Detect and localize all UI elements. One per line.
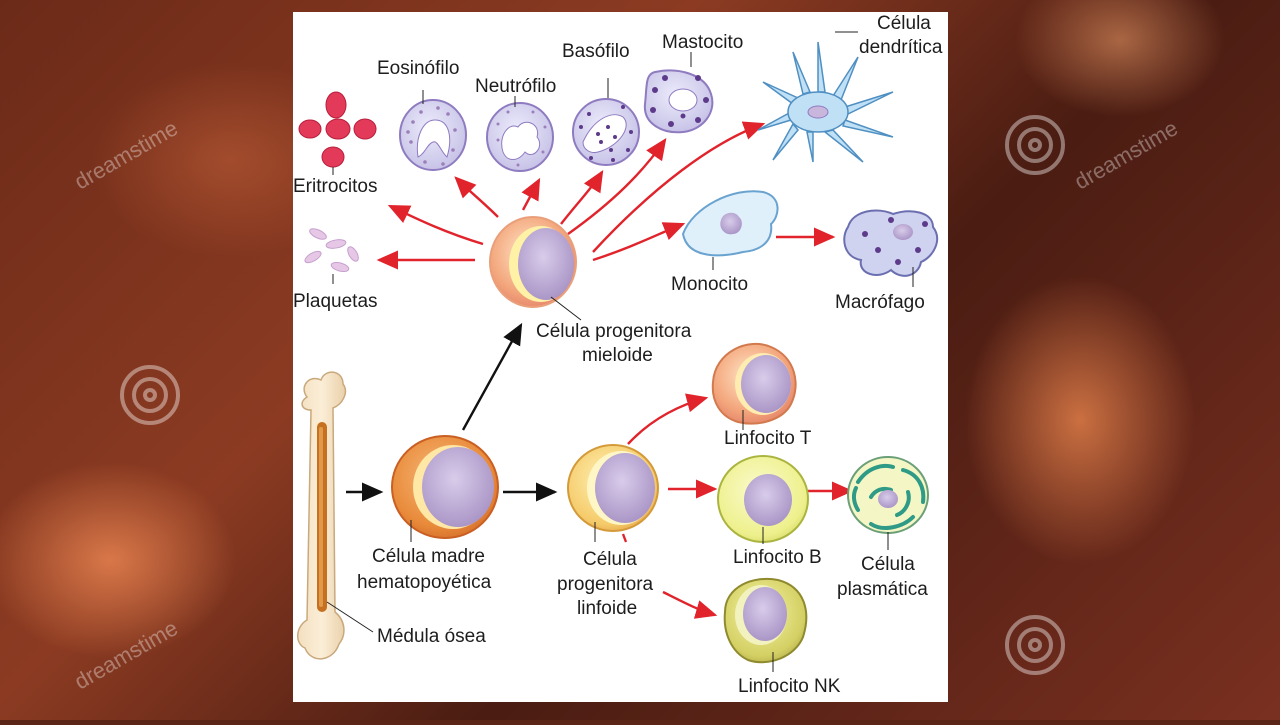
linfocito-b-cell: [717, 455, 809, 544]
celula-plasmatica-cell: [847, 456, 929, 550]
label-progenitora-linfoide-3: linfoide: [577, 598, 637, 619]
label-progenitora-mieloide-1: Célula progenitora: [536, 321, 692, 342]
red-arrows: [376, 121, 854, 619]
label-celula-dendritica-1: Célula: [877, 13, 931, 34]
progenitora-mieloide-cell: [489, 216, 582, 321]
arrow-to-linfocito-t: [627, 393, 709, 445]
label-linfocito-nk: Linfocito NK: [738, 676, 841, 697]
watermark-text: dreamstime: [70, 615, 182, 694]
arrow-to-basofilo: [560, 169, 604, 225]
eritrocitos-cells: [298, 91, 377, 175]
plaquetas-cells: [304, 228, 359, 284]
label-linfocito-t: Linfocito T: [724, 428, 812, 449]
label-neutrofilo: Neutrófilo: [475, 76, 556, 97]
arrow-to-monocito: [592, 222, 686, 262]
arrow-to-neutrofilo: [521, 177, 541, 211]
basofilo-cell: [572, 78, 640, 166]
label-mastocito: Mastocito: [662, 32, 743, 53]
watermark-text: dreamstime: [70, 115, 182, 194]
bone-icon: [297, 371, 374, 660]
linfocito-t-cell: [711, 342, 797, 430]
arrow-to-mastocito: [567, 138, 667, 235]
arrow-to-eosinofilo: [454, 176, 499, 218]
label-celula-plasmatica-2: plasmática: [837, 579, 928, 600]
label-progenitora-linfoide-1: Célula: [583, 549, 637, 570]
label-celula-plasmatica-1: Célula: [861, 554, 915, 575]
macrofago-cell: [843, 209, 939, 287]
monocito-cell: [681, 190, 779, 270]
label-celula-dendritica-2: dendrítica: [859, 37, 943, 58]
watermark-text: dreamstime: [1070, 115, 1182, 194]
label-plaquetas: Plaquetas: [293, 291, 378, 312]
arrow-tick: [621, 533, 628, 543]
label-macrofago: Macrófago: [835, 292, 925, 313]
label-linfocito-b: Linfocito B: [733, 547, 822, 568]
label-madre-hematopoyetica-1: Célula madre: [372, 546, 485, 567]
mastocito-cell: [643, 52, 714, 134]
label-madre-hematopoyetica-2: hematopoyética: [357, 572, 492, 593]
arrow-to-eritrocitos: [387, 204, 484, 246]
neutrofilo-cell: [486, 96, 554, 172]
watermark-spiral-icon: [120, 115, 1065, 675]
label-monocito: Monocito: [671, 274, 748, 295]
black-arrows: [346, 322, 558, 502]
progenitora-linfoide-cell: [567, 444, 659, 542]
label-medula-osea: Médula ósea: [377, 626, 486, 647]
label-eosinofilo: Eosinófilo: [377, 58, 459, 79]
label-progenitora-mieloide-2: mieloide: [582, 345, 653, 366]
madre-hematopoyetica-cell: [391, 435, 499, 542]
arrow-hsc-to-myeloid: [461, 322, 523, 431]
eosinofilo-cell: [399, 90, 467, 171]
hematopoiesis-diagram: Eritrocitos Plaquetas Eosinófilo Neutróf…: [293, 12, 948, 702]
label-eritrocitos: Eritrocitos: [293, 176, 377, 197]
arrow-to-celula-dendritica: [592, 121, 766, 253]
celula-dendritica-cell: [757, 31, 894, 163]
linfocito-nk-cell: [723, 577, 808, 672]
label-basofilo: Basófilo: [562, 41, 630, 62]
arrow-to-linfocito-nk: [662, 590, 718, 619]
diagram-labels: Eritrocitos Plaquetas Eosinófilo Neutróf…: [293, 13, 943, 697]
label-progenitora-linfoide-2: progenitora: [557, 574, 654, 595]
